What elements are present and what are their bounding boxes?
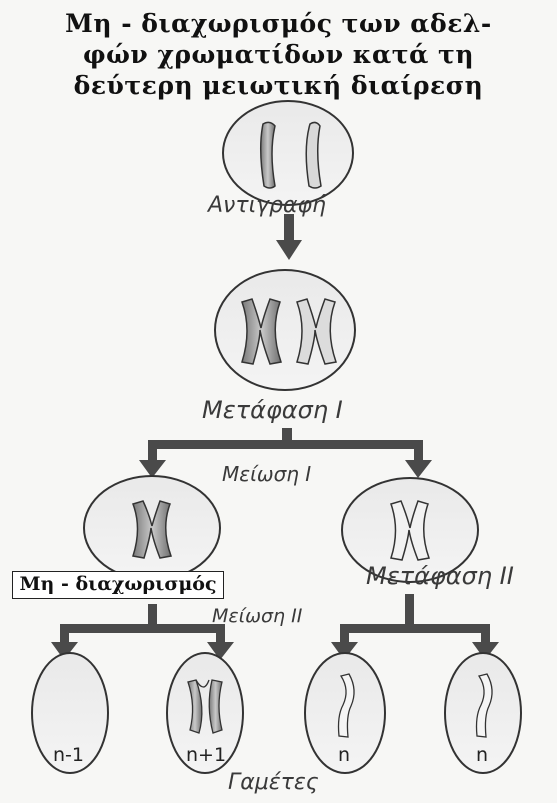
gamete-1-label: n-1	[53, 744, 84, 766]
label-metaphase1: Μετάφαση Ι	[202, 396, 343, 424]
label-replication: Αντιγραφή	[208, 193, 326, 218]
label-gametes: Γαμέτες	[228, 770, 319, 795]
arrow-meiosis2-left	[51, 604, 234, 660]
metaphase1-cell	[215, 270, 355, 390]
label-metaphase2: Μετάφαση ΙΙ	[366, 562, 514, 590]
arrow-meiosis2-right	[331, 594, 499, 660]
gamete-4-label: n	[476, 744, 488, 766]
gamete-3-label: n	[338, 744, 350, 766]
nondisjunction-box: Μη - διαχωρισμός	[12, 571, 224, 599]
initial-cell	[223, 101, 353, 205]
meiosis1-left-cell	[84, 476, 220, 580]
label-meiosis1: Μείωση Ι	[222, 462, 311, 486]
arrow-replication	[276, 214, 302, 260]
label-meiosis2: Μείωση ΙΙ	[212, 605, 302, 627]
gamete-2-label: n+1	[186, 744, 226, 766]
